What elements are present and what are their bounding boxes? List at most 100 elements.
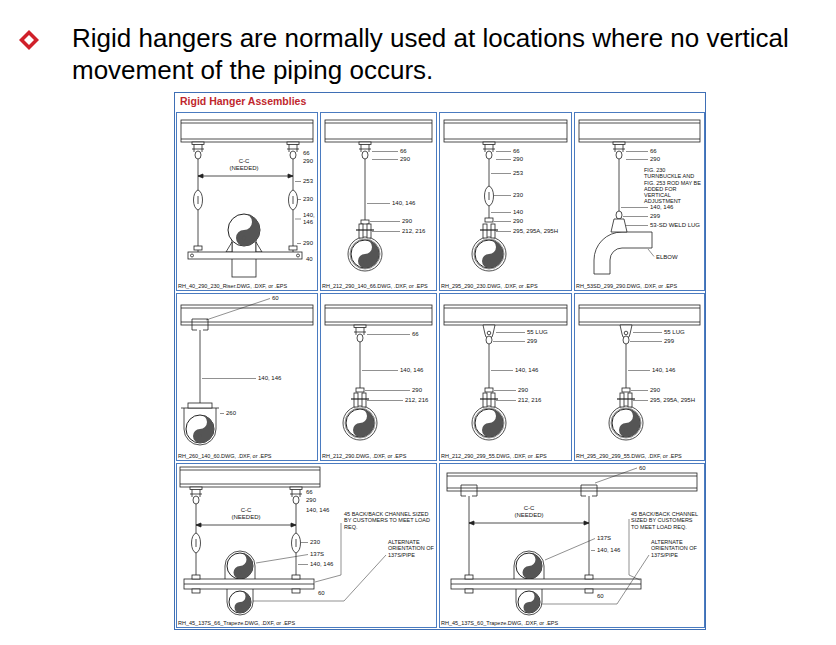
clamp-hanger [444,120,567,142]
lug-hanger [485,388,493,392]
riser-assembly [188,252,302,259]
trapeze-hanger [253,523,386,601]
dimension-label: C-C (NEEDED) [229,507,263,521]
callout-number: 290 [650,156,660,163]
lug-hanger [626,344,627,388]
callout-number: 290 [303,158,313,165]
trapeze-hanger [180,467,320,487]
lug-hanger [472,393,506,440]
trapeze-hanger [465,575,473,579]
callout-number: 140, 146 [650,204,673,211]
bullet-diamond [19,30,39,50]
callout-number: 230 [310,539,320,546]
callout-number: 140, 146 [392,200,415,207]
bullet-diamond [19,30,39,50]
trapeze-hanger [192,533,201,553]
clevis-hanger [202,299,270,414]
clamp-hanger [472,224,506,271]
callout-number: 290 [303,240,313,247]
trapeze-hanger [192,575,200,579]
hanger-cell: 66290140, 146C-C (NEEDED)230137S140, 146… [176,463,437,628]
callout-number: 60 [318,590,325,597]
riser-assembly [287,142,299,159]
callout-number: 140 [513,209,523,216]
trapeze-hanger [451,584,641,585]
clamp-hanger [325,305,432,440]
hanger-cell: 55 LUG299140, 146290295, 295A, 295HRH_29… [574,293,705,461]
lug-hanger [609,393,643,440]
clamp-hanger [343,393,377,440]
bullet-diamond [24,35,34,45]
clamp-hanger [325,305,432,325]
file-name: RH_40_290_230_Riser.DWG, .DXF, or .EPS [178,283,316,290]
callout-number: 290 [513,156,523,163]
elbow-hanger [613,142,625,159]
callout-number: 290 [650,387,660,394]
lug-hanger [620,325,632,344]
clamp-hanger [367,152,400,232]
lug-hanger [612,409,640,437]
callout-number: 212, 216 [402,228,425,235]
callout-number: 260 [226,410,236,417]
callout-number: 212, 216 [405,397,428,404]
clamp-hanger [325,123,432,139]
riser-assembly [181,120,313,142]
lug-hanger [475,409,503,437]
riser-assembly [191,254,194,257]
trapeze-hanger [229,591,251,613]
lug-hanger [444,308,567,322]
callout-number: ELBOW [656,254,678,261]
clamp-hanger [360,342,361,388]
file-name: RH_295_290_299_55.DWG, .DXF, or .EPS [576,453,703,460]
hanger-cell: 66290253230140290295, 295A, 295HRH_295_2… [439,112,572,291]
trapeze-hanger [542,468,649,604]
elbow-hanger [594,232,652,274]
callout-number: 66 [513,148,520,155]
trapeze-hanger [461,485,477,496]
clevis-hanger [181,299,313,446]
trapeze-hanger [180,467,386,615]
trapeze-hanger [469,521,589,525]
trapeze-hanger [469,496,589,593]
trapeze-hanger [184,579,314,589]
file-name: RH_212_290.DWG, .DXF, or .EPS [322,453,435,460]
trapeze-hanger [180,470,320,484]
trapeze-hanger [585,575,593,579]
trapeze-hanger [292,589,300,593]
riser-assembly [289,246,297,250]
callout-number: 40 [306,256,313,263]
riser-assembly [181,120,313,277]
file-name: RH_45_137S_60_Trapeze.DWG, .DXF, or .EPS [441,620,703,627]
lug-hanger [489,344,490,388]
elbow-hanger [579,120,700,142]
trapeze-hanger [196,525,296,526]
trapeze-hanger [227,553,253,579]
trapeze-hanger [516,589,542,615]
trapeze-hanger [447,476,697,488]
riser-assembly [198,176,293,177]
callout-number: 253 [513,170,523,177]
trapeze-hanger [290,487,302,504]
callout-number: 137S [597,535,611,542]
trapeze-hanger [585,589,593,593]
callout-number: 253 [303,178,313,185]
callout-number: 140, 146 [652,367,675,374]
clevis-hanger [181,308,313,322]
clamp-hanger [361,220,369,224]
lug-hanger [444,305,567,440]
dimension-label: C-C (NEEDED) [226,158,262,172]
clevis-hanger [181,305,313,325]
clamp-hanger [346,409,374,437]
callout-number: 299 [650,213,660,220]
riser-assembly [226,242,262,252]
clamp-hanger [354,325,366,342]
clamp-hanger [444,120,567,271]
riser-assembly [194,190,203,210]
callout-number: 60 [272,295,279,302]
callout-number: 212, 216 [518,397,541,404]
riser-assembly [198,159,293,252]
clamp-hanger [365,159,366,220]
clevis-hanger [186,415,214,443]
callout-number: 140, 146 [258,375,281,382]
clamp-hanger [325,120,432,271]
